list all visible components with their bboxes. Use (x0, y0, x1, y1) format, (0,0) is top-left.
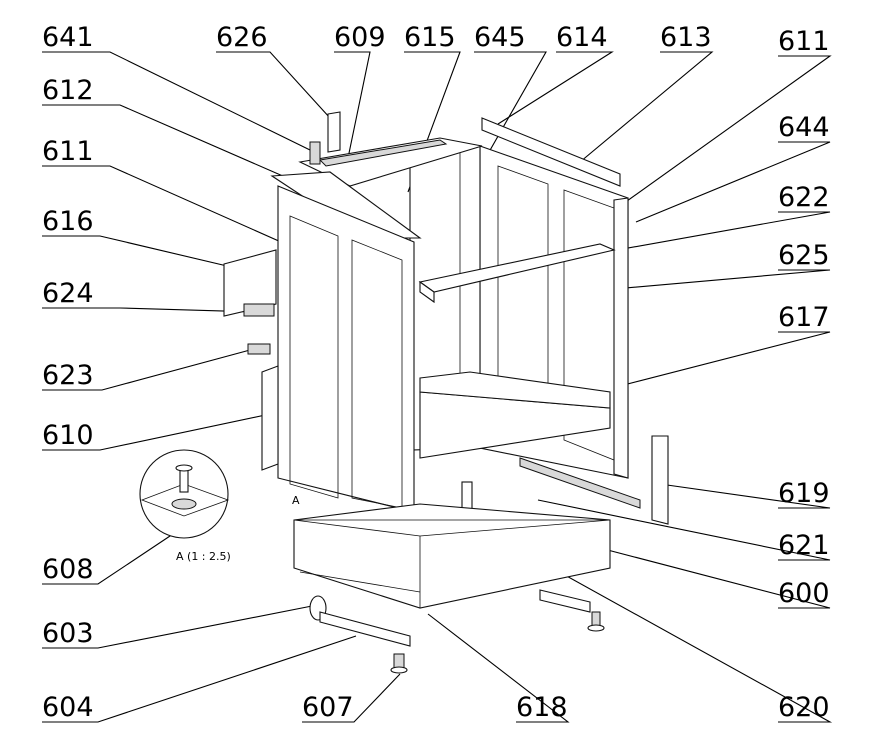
detail-circle (139, 449, 229, 539)
leader-620 (479, 527, 833, 723)
leader-619 (659, 483, 831, 509)
rail-619 (651, 435, 669, 525)
detail-caption: A (1 : 2.5) (176, 550, 231, 563)
callout-614: 614 (556, 22, 608, 53)
top-rail (481, 117, 621, 187)
leader-610 (42, 413, 271, 451)
leader-603 (42, 605, 313, 649)
leader-611-left (42, 165, 309, 255)
leader-616 (42, 235, 245, 271)
leader-622 (571, 211, 831, 259)
callout-600: 600 (778, 578, 830, 609)
part-624 (243, 303, 275, 317)
callout-645: 645 (474, 22, 526, 53)
callout-604: 604 (42, 692, 94, 723)
leader-614 (497, 51, 614, 125)
callout-611-left: 611 (42, 136, 94, 167)
leader-604 (42, 635, 357, 723)
leader-lines (42, 51, 833, 723)
feet (309, 589, 605, 674)
callout-617: 617 (778, 302, 830, 333)
callout-625: 625 (778, 240, 830, 271)
leader-600 (599, 547, 831, 609)
bracket-626 (327, 111, 341, 153)
callout-613: 613 (660, 22, 712, 53)
callout-labels: 641 626 609 615 645 614 613 611 612 611 … (42, 22, 830, 723)
callout-618: 618 (516, 692, 568, 723)
callout-608: 608 (42, 554, 94, 585)
base-frame (293, 503, 611, 609)
leader-613 (579, 51, 714, 163)
upper-shelf-lip (419, 280, 435, 304)
leader-626 (216, 51, 331, 119)
leader-644 (635, 141, 831, 223)
base-top-edge (293, 519, 611, 537)
rear-post (613, 197, 629, 479)
callout-610: 610 (42, 420, 94, 451)
part-623 (247, 343, 271, 355)
leader-618 (427, 613, 570, 723)
base-rail-line (299, 571, 421, 593)
callout-623: 623 (42, 360, 94, 391)
leader-624 (42, 307, 259, 313)
detail-plate (140, 483, 230, 517)
panel-616 (223, 249, 277, 317)
callout-609: 609 (334, 22, 386, 53)
callout-611-top: 611 (778, 26, 830, 57)
bottom-tray-top (419, 371, 611, 409)
callout-615: 615 (404, 22, 456, 53)
callout-622: 622 (778, 182, 830, 213)
callout-603: 603 (42, 618, 94, 649)
front-door-panel (277, 185, 415, 513)
detail-screw (179, 467, 189, 493)
top-frame-rail (318, 139, 448, 167)
detail-grommet (171, 498, 197, 510)
leader-607 (302, 673, 401, 723)
callout-607: 607 (302, 692, 354, 723)
leader-608 (42, 531, 177, 585)
slide-621 (519, 457, 641, 509)
hinge-641 (309, 141, 321, 165)
leader-617 (541, 331, 831, 407)
leader-621 (537, 499, 831, 561)
rear-foot-pad (587, 624, 605, 632)
callout-641: 641 (42, 22, 94, 53)
leader-641 (42, 51, 311, 151)
leader-609 (334, 51, 371, 159)
callout-616: 616 (42, 206, 94, 237)
bar-604 (319, 611, 411, 647)
front-door (277, 185, 415, 513)
rear-bar (539, 589, 591, 613)
callout-621: 621 (778, 530, 830, 561)
detail-screw-head (175, 464, 193, 472)
leader-612 (42, 104, 293, 181)
side-strip-610 (261, 365, 279, 471)
callout-626: 626 (216, 22, 268, 53)
detail-marker: A (292, 494, 300, 507)
callout-644: 644 (778, 112, 830, 143)
front-door-window-1 (289, 215, 339, 499)
detail-a: A (1 : 2.5) A (139, 449, 300, 563)
callout-624: 624 (42, 278, 94, 309)
leader-611-top (591, 55, 832, 227)
leader-623 (42, 349, 251, 391)
foot-607-pad (390, 666, 408, 674)
cabinet-body (270, 111, 629, 479)
callout-612: 612 (42, 75, 94, 106)
